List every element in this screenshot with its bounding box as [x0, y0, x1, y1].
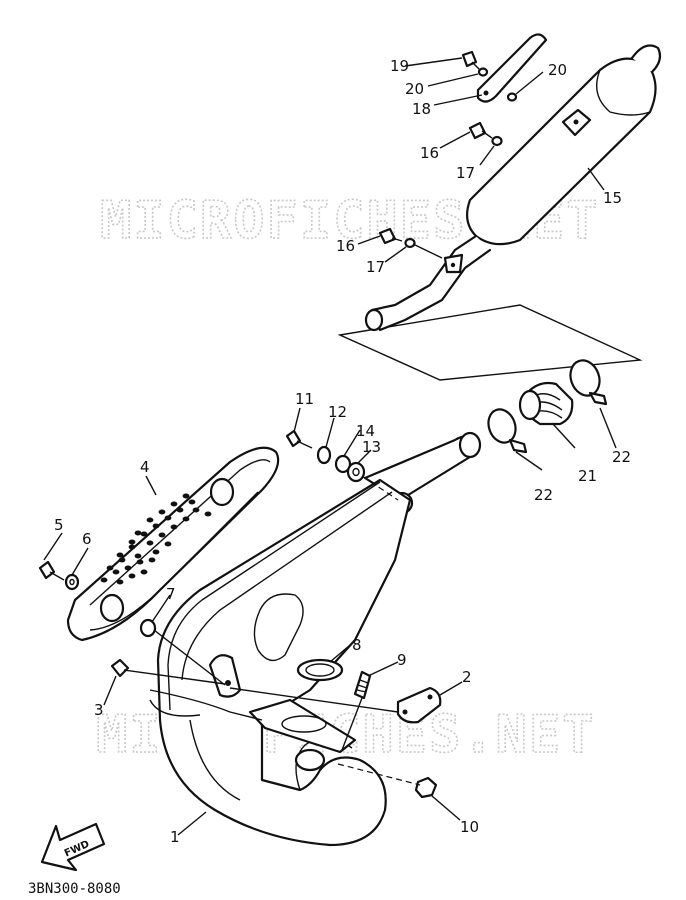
callout-20a: 20	[405, 80, 424, 98]
callout-12: 12	[328, 403, 347, 421]
callout-8: 8	[352, 636, 362, 654]
heat-guard-group	[66, 446, 280, 642]
chamber-part-1	[156, 478, 412, 847]
callout-14: 14	[356, 422, 375, 440]
callout-18: 18	[412, 100, 431, 118]
callout-13: 13	[362, 438, 381, 456]
callout-11: 11	[295, 390, 314, 408]
callouts: 19 20 20 18 16 17 15 16 17 11 12 14 13 4…	[54, 57, 631, 846]
callout-20b: 20	[548, 61, 567, 79]
callout-16a: 16	[420, 144, 439, 162]
callout-7: 7	[166, 585, 176, 603]
callout-21: 21	[578, 467, 597, 485]
callout-3: 3	[94, 701, 104, 719]
callout-6: 6	[82, 530, 92, 548]
hardware-group	[38, 429, 442, 799]
bracket-part-18	[476, 33, 548, 103]
joint-group	[487, 359, 608, 454]
chamber-group	[149, 431, 482, 847]
fwd-arrow-icon: FWD	[40, 822, 106, 872]
vent-holes	[100, 493, 212, 585]
silencer-group	[337, 33, 662, 381]
diagram-code: 3BN300-8080	[28, 881, 121, 897]
callout-9: 9	[397, 651, 407, 669]
callout-4: 4	[140, 458, 150, 476]
callout-22a: 22	[534, 486, 553, 504]
callout-19: 19	[390, 57, 409, 75]
callout-2: 2	[462, 668, 472, 686]
callout-1: 1	[170, 828, 180, 846]
leader-lines	[43, 57, 617, 836]
callout-15: 15	[603, 189, 622, 207]
callout-17b: 17	[366, 258, 385, 276]
gasket-part-8	[296, 658, 344, 682]
callout-17a: 17	[456, 164, 475, 182]
callout-5: 5	[54, 516, 64, 534]
callout-16b: 16	[336, 237, 355, 255]
callout-10: 10	[460, 818, 479, 836]
callout-22b: 22	[612, 448, 631, 466]
